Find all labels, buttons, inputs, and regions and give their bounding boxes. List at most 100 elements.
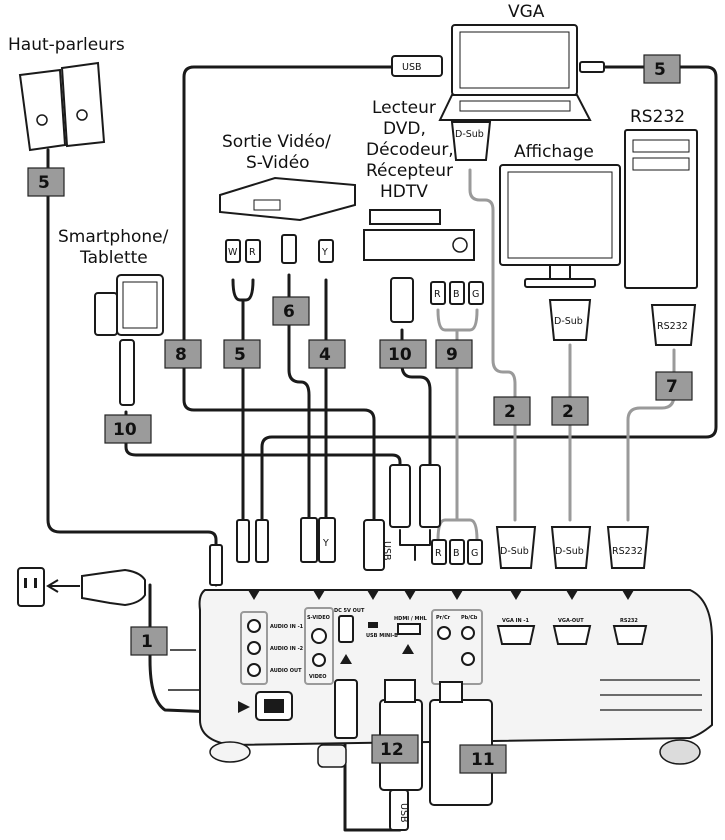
monitor: [499, 164, 621, 288]
dongle-11-connector: [439, 681, 463, 703]
audio-in-2-label: AUDIO IN -2: [270, 646, 304, 652]
badge-component: 9: [435, 339, 473, 369]
badge-dongle-11: 11: [459, 744, 507, 774]
cable-power: [148, 583, 217, 714]
dvd-label-4: Récepteur: [366, 161, 453, 181]
projector-vent-left: [168, 649, 200, 691]
dvd-hdmi-plug: [390, 277, 414, 323]
svg-text:8: 8: [175, 345, 187, 365]
pr-cr-port[interactable]: [437, 626, 451, 640]
wall-outlet: [17, 567, 80, 607]
laptop-dsub-plug-label: D-Sub: [455, 129, 484, 140]
plug-w-label: W: [228, 247, 238, 258]
video-y-plug-label: Y: [322, 538, 329, 549]
hdmi-plug-left: [389, 464, 411, 528]
pr-cr-label: Pr/Cr: [436, 615, 451, 621]
phone-mhl-plug: [119, 339, 135, 406]
rs232-port-label: RS232: [620, 618, 638, 624]
svg-text:12: 12: [380, 740, 404, 760]
vga-in-1-port[interactable]: [496, 625, 536, 645]
audio-in-1-label: AUDIO IN -1: [270, 624, 304, 630]
pb-cb-port[interactable]: [461, 626, 475, 640]
svg-text:2: 2: [562, 402, 574, 422]
svg-text:5: 5: [38, 173, 50, 193]
dvd-label-3: Décodeur,: [366, 140, 454, 160]
usb-loop: [343, 738, 402, 832]
hdmi-plug-right: [419, 464, 441, 528]
display-label: Affichage: [514, 142, 594, 162]
usb-plug-bottom-label: USB: [398, 803, 409, 823]
dvd-rca-r-label: R: [434, 289, 441, 300]
svg-text:2: 2: [504, 402, 516, 422]
dvd-label-2: DVD,: [383, 119, 426, 139]
hdmi-dongle-12-connector: [384, 679, 416, 703]
s-video-label: S-VIDEO: [307, 615, 330, 621]
plug-y-top: [318, 239, 334, 263]
speakers-label: Haut-parleurs: [8, 35, 125, 55]
usb-mini-b-port[interactable]: [368, 622, 378, 628]
rs232-port[interactable]: [612, 625, 648, 645]
phone-label-1: Smartphone/: [58, 227, 169, 247]
projector-foot-left: [209, 741, 251, 763]
s-video-port[interactable]: [311, 628, 327, 644]
svg-text:1: 1: [141, 632, 153, 652]
speakers: [18, 61, 106, 152]
dsub-plug-vga-out: [550, 526, 592, 569]
dvd-rca-b-label: B: [453, 289, 460, 300]
component-plug-b-label: B: [453, 548, 460, 559]
projector: AUDIO IN -1 AUDIO IN -2 AUDIO OUT S-VIDE…: [168, 589, 713, 768]
plug-w: [225, 239, 241, 263]
dvd-rca-g: [468, 281, 484, 305]
projector-side-plugs: Y USB R B G D-Sub D-Sub RS232: [209, 464, 650, 586]
speaker-audio-plug: [209, 544, 223, 586]
badge-speakers: 5: [27, 167, 65, 197]
pc-rs232-plug: [650, 304, 697, 346]
audio-in-1-port[interactable]: [247, 619, 261, 633]
audio-in-2-port[interactable]: [247, 641, 261, 655]
audio-out-port[interactable]: [247, 663, 261, 677]
plug-r-label: R: [249, 247, 256, 258]
svg-text:5: 5: [234, 345, 246, 365]
vcr-device: [219, 176, 356, 222]
cable-hdmi-dvd: [400, 328, 432, 472]
svg-text:4: 4: [319, 345, 331, 365]
video-port[interactable]: [312, 653, 326, 667]
pb-cb-label: Pb/Cb: [461, 615, 478, 621]
display-dsub-plug: [548, 299, 592, 341]
badge-audio-wr: 5: [223, 339, 261, 369]
laptop-usb-plug-label: USB: [402, 62, 422, 73]
component-plug-g: [467, 539, 483, 565]
badge-rs232: 7: [655, 371, 693, 401]
audio-out-label: AUDIO OUT: [270, 668, 302, 674]
badge-power: 1: [130, 626, 168, 656]
power-plug: [81, 568, 146, 607]
dvd-rca-b: [449, 281, 465, 305]
speaker-left: [18, 68, 67, 152]
dvd-rca-r: [430, 281, 446, 305]
video-y-plug: [318, 517, 336, 563]
component-plug-r-label: R: [435, 548, 442, 559]
badge-laptop-audio: 5: [643, 54, 681, 84]
dc-5v-out-port[interactable]: [338, 615, 354, 643]
svg-text:11: 11: [471, 750, 495, 770]
vga-out-port[interactable]: [552, 625, 592, 645]
component-plug-r: [431, 539, 447, 565]
hdmi-port[interactable]: [397, 623, 421, 635]
rs232-plug-projector-label: RS232: [612, 546, 643, 557]
cable-mhl-phone: [124, 410, 402, 472]
dvd-rca-g-label: G: [472, 289, 479, 300]
audio-port-group: [240, 611, 268, 685]
vga-in-1-label: VGA IN -1: [502, 618, 529, 624]
y-component-port[interactable]: [461, 652, 475, 666]
svg-text:10: 10: [113, 420, 137, 440]
hdmi-bracket: [399, 529, 431, 561]
phone-label-2: Tablette: [79, 248, 148, 268]
plug-y-top-label: Y: [321, 247, 328, 258]
video-out-label-1: Sortie Vidéo/: [222, 132, 331, 152]
dc-5v-out-label: DC 5V OUT: [334, 608, 365, 614]
video-port-group: [304, 607, 334, 685]
rs232-plug-projector: [606, 526, 650, 569]
badge-mhl-phone: 10: [104, 414, 152, 444]
pc-rs232-plug-label: RS232: [657, 321, 688, 332]
dvd-player: [363, 209, 475, 261]
